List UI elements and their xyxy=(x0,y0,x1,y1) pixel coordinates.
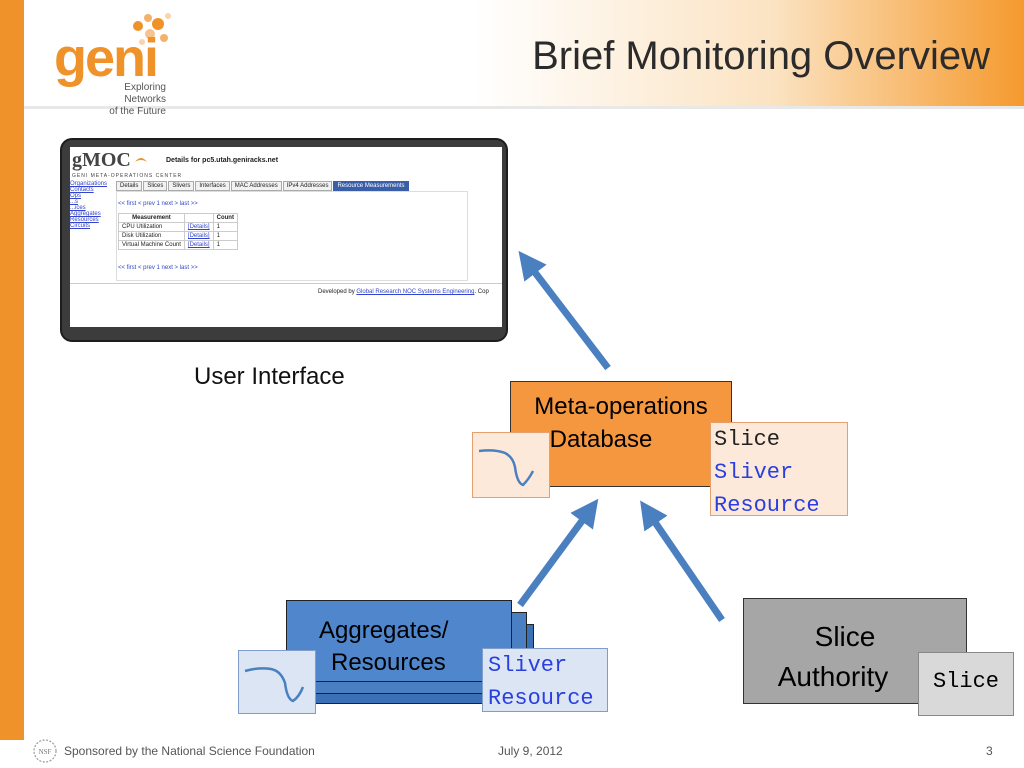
gmoc-logo: gMOC xyxy=(72,149,149,172)
ui-sidebar-item[interactable]: ...ices xyxy=(70,205,86,211)
tagline-line2: of the Future xyxy=(109,106,166,117)
footer-page-number: 3 xyxy=(986,744,993,758)
ui-footer-link[interactable]: Global Research NOC Systems Engineering xyxy=(356,289,475,295)
slide-header xyxy=(24,0,1024,106)
nsf-logo-text: NSF xyxy=(39,748,52,756)
left-accent-bar xyxy=(0,0,24,740)
ui-footer: Developed by Global Research NOC Systems… xyxy=(318,289,489,295)
footer-sponsor: Sponsored by the National Science Founda… xyxy=(64,744,315,758)
ui-tab[interactable]: Slices xyxy=(143,181,168,191)
ui-tab[interactable]: Interfaces xyxy=(195,181,230,191)
ui-screenshot: gMOC GENI META-OPERATIONS CENTER Details… xyxy=(70,147,502,327)
meta-records-box: Slice Sliver Resource xyxy=(710,422,848,518)
ui-footer-suffix: . Cop xyxy=(474,289,489,295)
gmoc-subtitle: GENI META-OPERATIONS CENTER xyxy=(72,173,183,179)
authority-label-line1: Slice xyxy=(814,621,876,652)
geni-logo-dots-icon xyxy=(133,13,171,45)
ui-tab[interactable]: MAC Addresses xyxy=(230,181,282,191)
ui-sidebar-item[interactable]: Ops xyxy=(70,193,82,199)
ui-sidebar-item[interactable]: Organizations xyxy=(70,181,108,187)
authority-label-line2: Authority xyxy=(777,661,889,692)
aggregates-record-resource: Resource xyxy=(488,686,594,711)
ui-divider xyxy=(70,283,502,284)
ui-sidebar-item[interactable]: Contacts xyxy=(70,187,94,193)
ui-pager-top[interactable]: << first < prev 1 next > last >> xyxy=(118,201,198,207)
meta-label-line2: Database xyxy=(549,426,653,453)
meta-record-slice: Slice xyxy=(714,427,781,452)
meta-label-line1: Meta-operations xyxy=(534,393,708,420)
ui-cell-measurement: Virtual Machine Count xyxy=(118,240,185,250)
geni-tagline: Exploring Networks of the Future xyxy=(86,82,166,118)
meta-record-sliver: Sliver xyxy=(714,460,794,485)
ui-sidebar-item[interactable]: ...s xyxy=(70,199,79,205)
ui-sidebar-item[interactable]: Aggregates xyxy=(70,211,101,217)
gmoc-logo-text: gMOC xyxy=(72,149,131,171)
aggregates-records-box: Sliver Resource xyxy=(482,648,608,712)
aggregates-graph-icon xyxy=(238,650,316,714)
tagline-line1: Exploring Networks xyxy=(124,82,166,105)
ui-page-heading: Details for pc5.utah.geniracks.net xyxy=(166,157,279,164)
aggregates-label-line2: Resources xyxy=(331,649,446,676)
aggregates-record-sliver: Sliver xyxy=(488,653,568,678)
aggregates-resources-box: Aggregates/ Resources xyxy=(286,600,512,682)
ui-tab[interactable]: Slivers xyxy=(168,181,195,191)
arrow-aggregates-to-db xyxy=(517,498,599,608)
ui-tab[interactable]: IPv4 Addresses xyxy=(282,181,333,191)
ui-pager-bottom[interactable]: << first < prev 1 next > last >> xyxy=(118,265,198,271)
meta-graph-icon xyxy=(472,432,550,498)
ui-tab-panel xyxy=(116,191,468,281)
arrow-db-to-ui xyxy=(518,250,611,371)
ui-sidebar-item[interactable]: Resources xyxy=(70,217,99,223)
gmoc-flame-icon xyxy=(134,158,147,162)
aggregates-label-line1: Aggregates/ xyxy=(319,617,449,644)
ui-tab[interactable]: Details xyxy=(116,181,143,191)
header-divider xyxy=(24,106,1024,109)
ui-footer-prefix: Developed by xyxy=(318,289,355,295)
ui-sidebar-item[interactable]: Circuits xyxy=(70,223,91,229)
arrow-authority-to-db xyxy=(640,500,725,622)
ui-table-row: Virtual Machine Count[Details]1 xyxy=(118,240,238,250)
geni-logo: geni xyxy=(54,28,159,88)
authority-record-slice: Slice xyxy=(918,652,1014,716)
slide-title: Brief Monitoring Overview xyxy=(532,34,990,78)
nsf-logo-icon: NSF xyxy=(33,739,57,763)
user-interface-label: User Interface xyxy=(194,363,345,390)
ui-cell-count: 1 xyxy=(212,240,238,250)
ui-tab[interactable]: Resource Measurements xyxy=(333,181,409,191)
meta-record-resource: Resource xyxy=(714,493,820,518)
footer-date: July 9, 2012 xyxy=(498,744,563,758)
